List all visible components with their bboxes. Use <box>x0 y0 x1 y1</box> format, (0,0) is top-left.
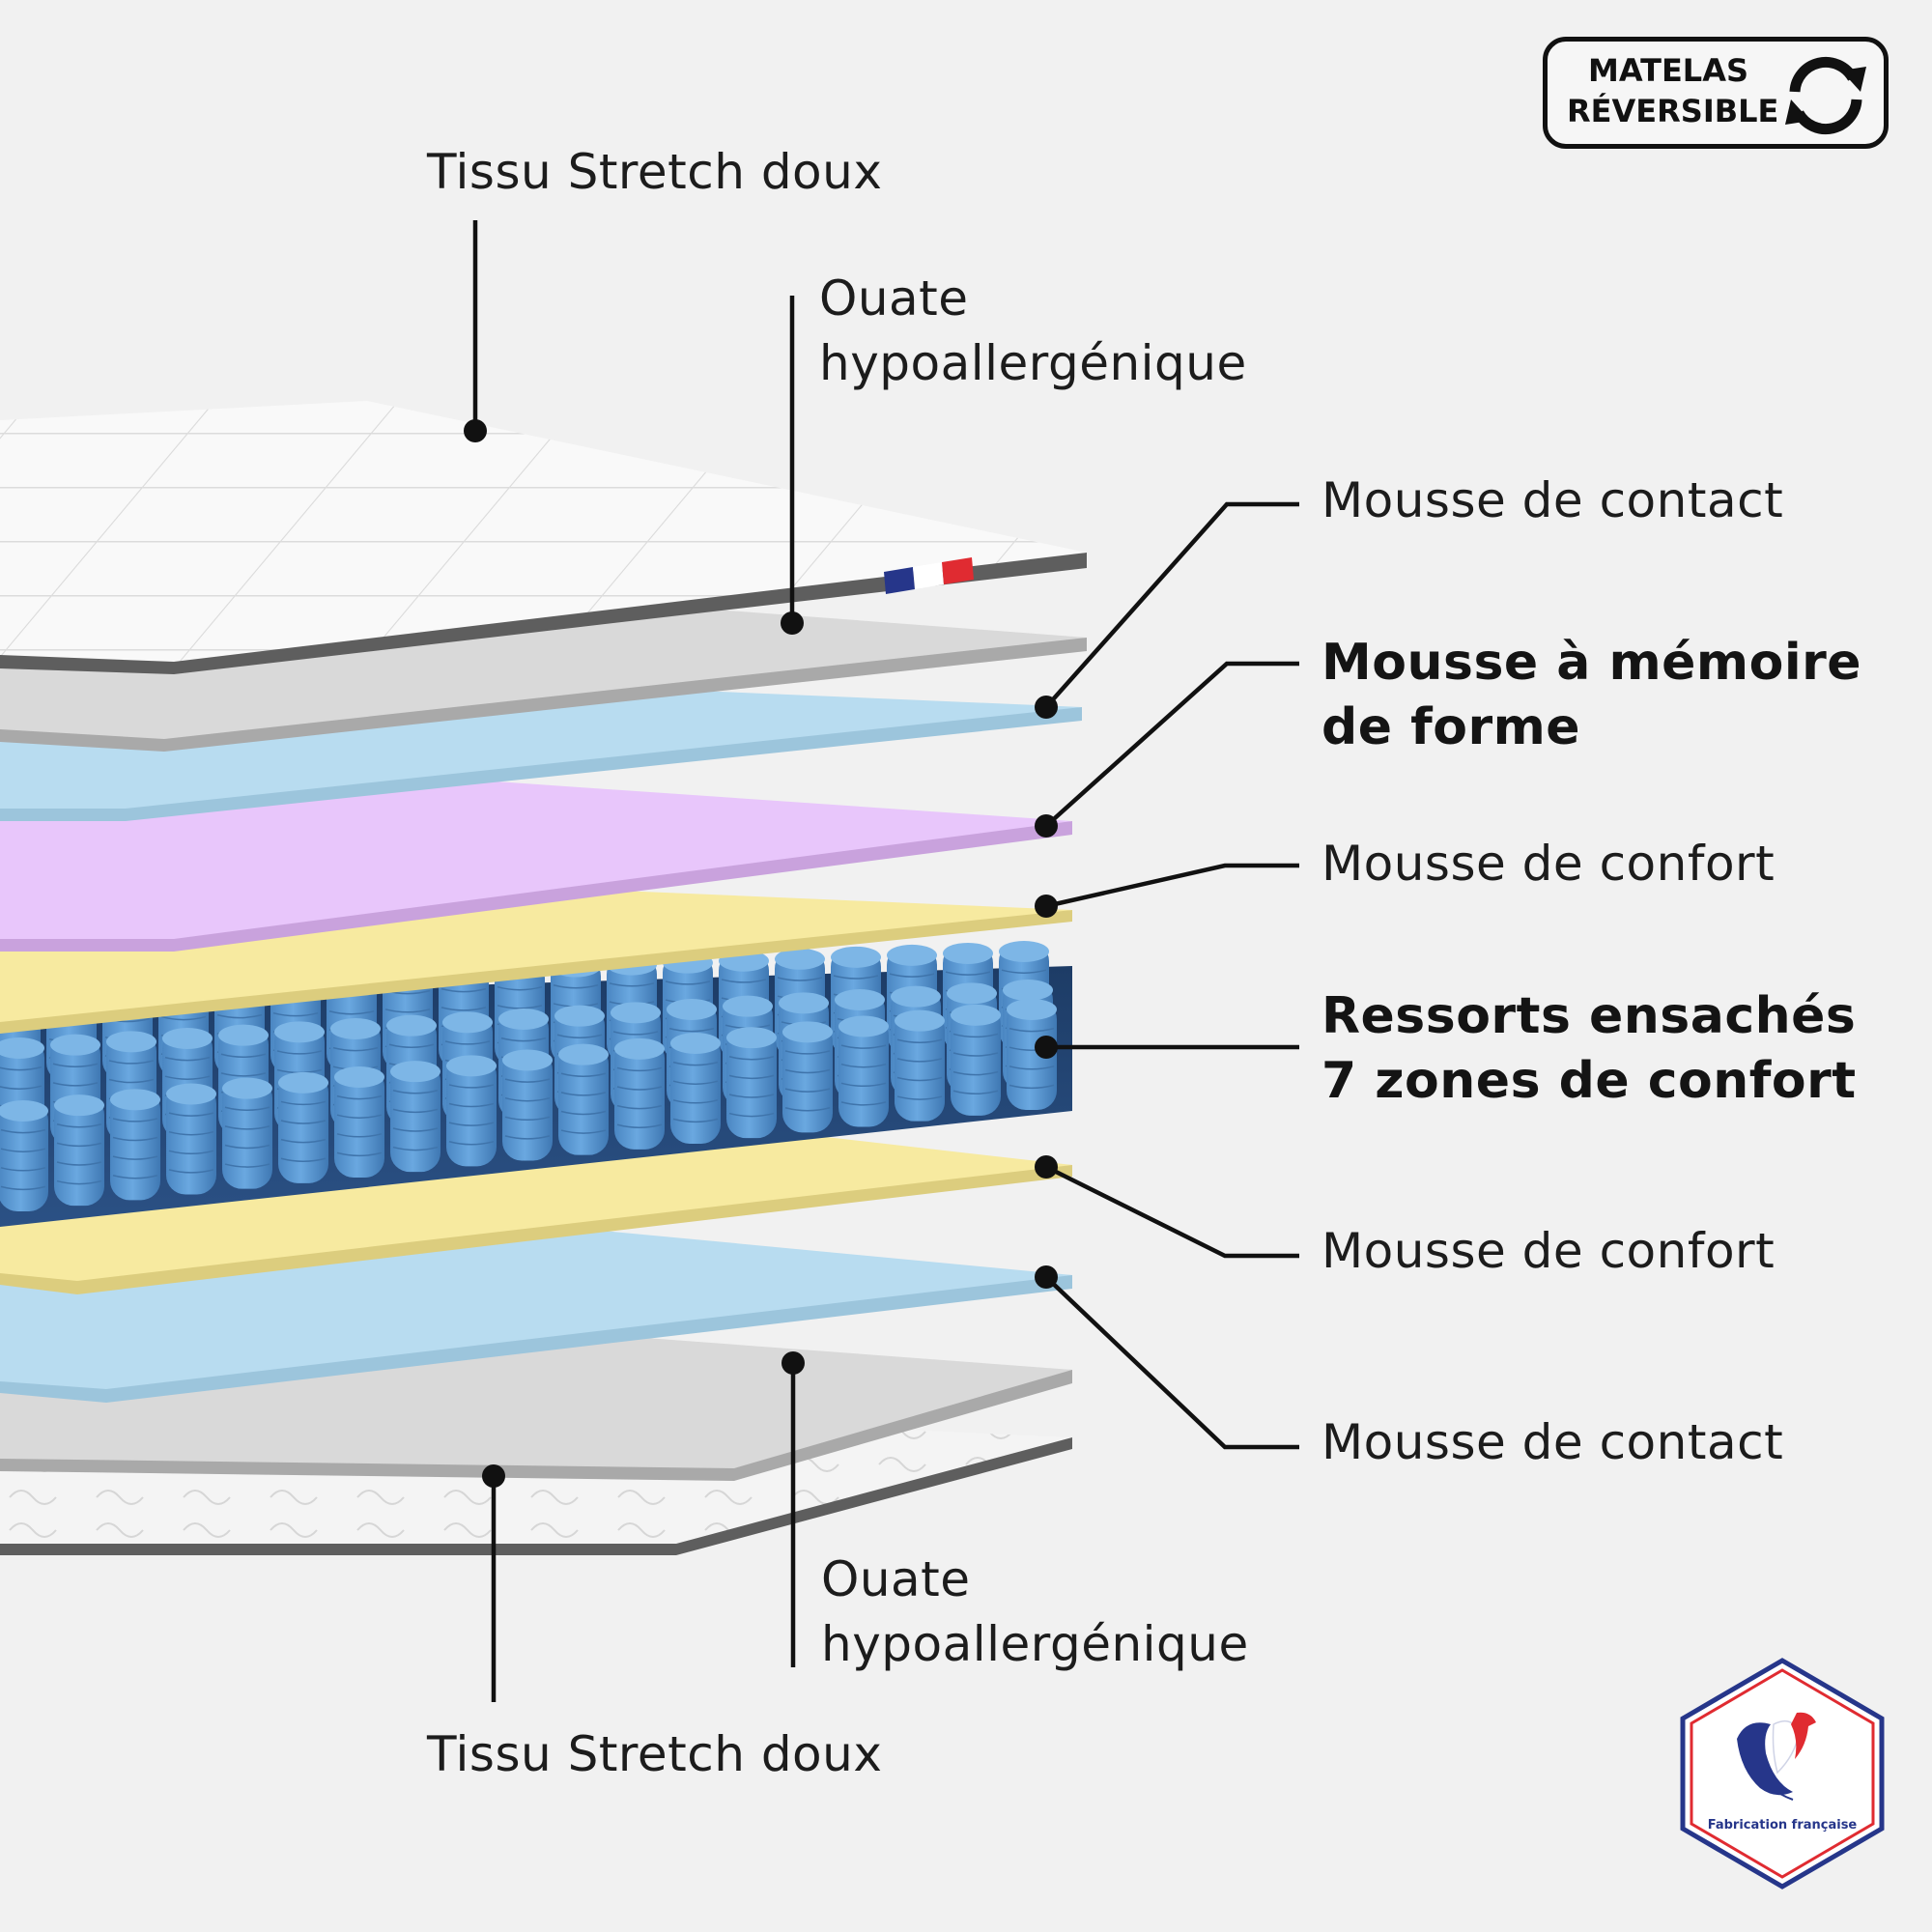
spring-coil <box>0 1100 48 1211</box>
spring-coil <box>222 1077 272 1189</box>
layer-top-fabric <box>0 401 1087 674</box>
label-bottom-wadding-line1: Ouate <box>821 1551 971 1607</box>
leader-comfort-top <box>1045 863 1299 909</box>
spring-coil <box>110 1089 160 1201</box>
seal-text: Fabrication française <box>1708 1818 1858 1833</box>
dot-contact-bottom <box>1035 1265 1058 1289</box>
label-bottom-wadding-line2: hypoallergénique <box>821 1616 1249 1672</box>
dot-comfort-top <box>1035 895 1058 918</box>
spring-coil <box>614 1037 665 1150</box>
spring-coil <box>54 1094 104 1207</box>
reversible-arrows-icon <box>1785 56 1866 135</box>
spring-coil <box>278 1071 328 1183</box>
spring-coil <box>782 1021 833 1133</box>
label-memory-foam-line2: de forme <box>1321 698 1581 756</box>
dot-comfort-bottom <box>1035 1155 1058 1179</box>
spring-coil <box>446 1055 497 1167</box>
french-flag-label <box>884 557 974 594</box>
label-comfort-foam-bottom: Mousse de confort <box>1321 1223 1776 1279</box>
leader-contact-top <box>1044 501 1299 709</box>
label-memory-foam-line1: Mousse à mémoire <box>1321 634 1862 692</box>
spring-coil <box>838 1015 889 1127</box>
spring-coil <box>390 1061 440 1173</box>
dot-top-wadding <box>781 611 804 635</box>
dot-memory-foam <box>1035 814 1058 838</box>
spring-coil <box>502 1049 553 1161</box>
spring-coil <box>670 1033 721 1144</box>
spring-coil <box>726 1027 777 1139</box>
label-comfort-foam-top: Mousse de confort <box>1321 836 1776 892</box>
spring-coil <box>951 1004 1001 1116</box>
label-top-wadding-line1: Ouate <box>819 270 969 327</box>
label-contact-foam-top: Mousse de contact <box>1321 472 1784 528</box>
badge-line1: MATELAS <box>1587 52 1748 89</box>
reversible-badge: MATELAS RÉVERSIBLE <box>1543 37 1889 149</box>
spring-coil <box>895 1009 945 1122</box>
dot-top-fabric <box>464 419 487 442</box>
dot-bottom-fabric <box>482 1464 505 1488</box>
spring-coil <box>166 1083 216 1195</box>
label-springs-line2: 7 zones de confort <box>1321 1052 1857 1110</box>
dot-bottom-wadding <box>781 1351 805 1375</box>
label-springs-line1: Ressorts ensachés <box>1321 987 1857 1045</box>
spring-coil <box>558 1043 609 1155</box>
dot-springs <box>1035 1036 1058 1059</box>
label-bottom-fabric: Tissu Stretch doux <box>427 1726 883 1782</box>
label-top-wadding-line2: hypoallergénique <box>819 335 1247 391</box>
label-top-fabric: Tissu Stretch doux <box>427 144 883 200</box>
leader-dots <box>464 419 1058 1488</box>
made-in-france-seal: Fabrication française <box>1680 1658 1885 1889</box>
dot-contact-top <box>1035 696 1058 719</box>
badge-line2: RÉVERSIBLE <box>1567 93 1779 129</box>
leader-contact-bottom <box>1044 1275 1299 1450</box>
rooster-icon <box>1737 1712 1816 1801</box>
label-contact-foam-bottom: Mousse de contact <box>1321 1414 1784 1470</box>
spring-coil <box>1007 999 1057 1110</box>
leader-lines <box>472 220 1299 1702</box>
spring-coil <box>334 1066 384 1178</box>
leader-comfort-bottom <box>1044 1164 1299 1259</box>
leader-memory-foam <box>1044 661 1299 828</box>
